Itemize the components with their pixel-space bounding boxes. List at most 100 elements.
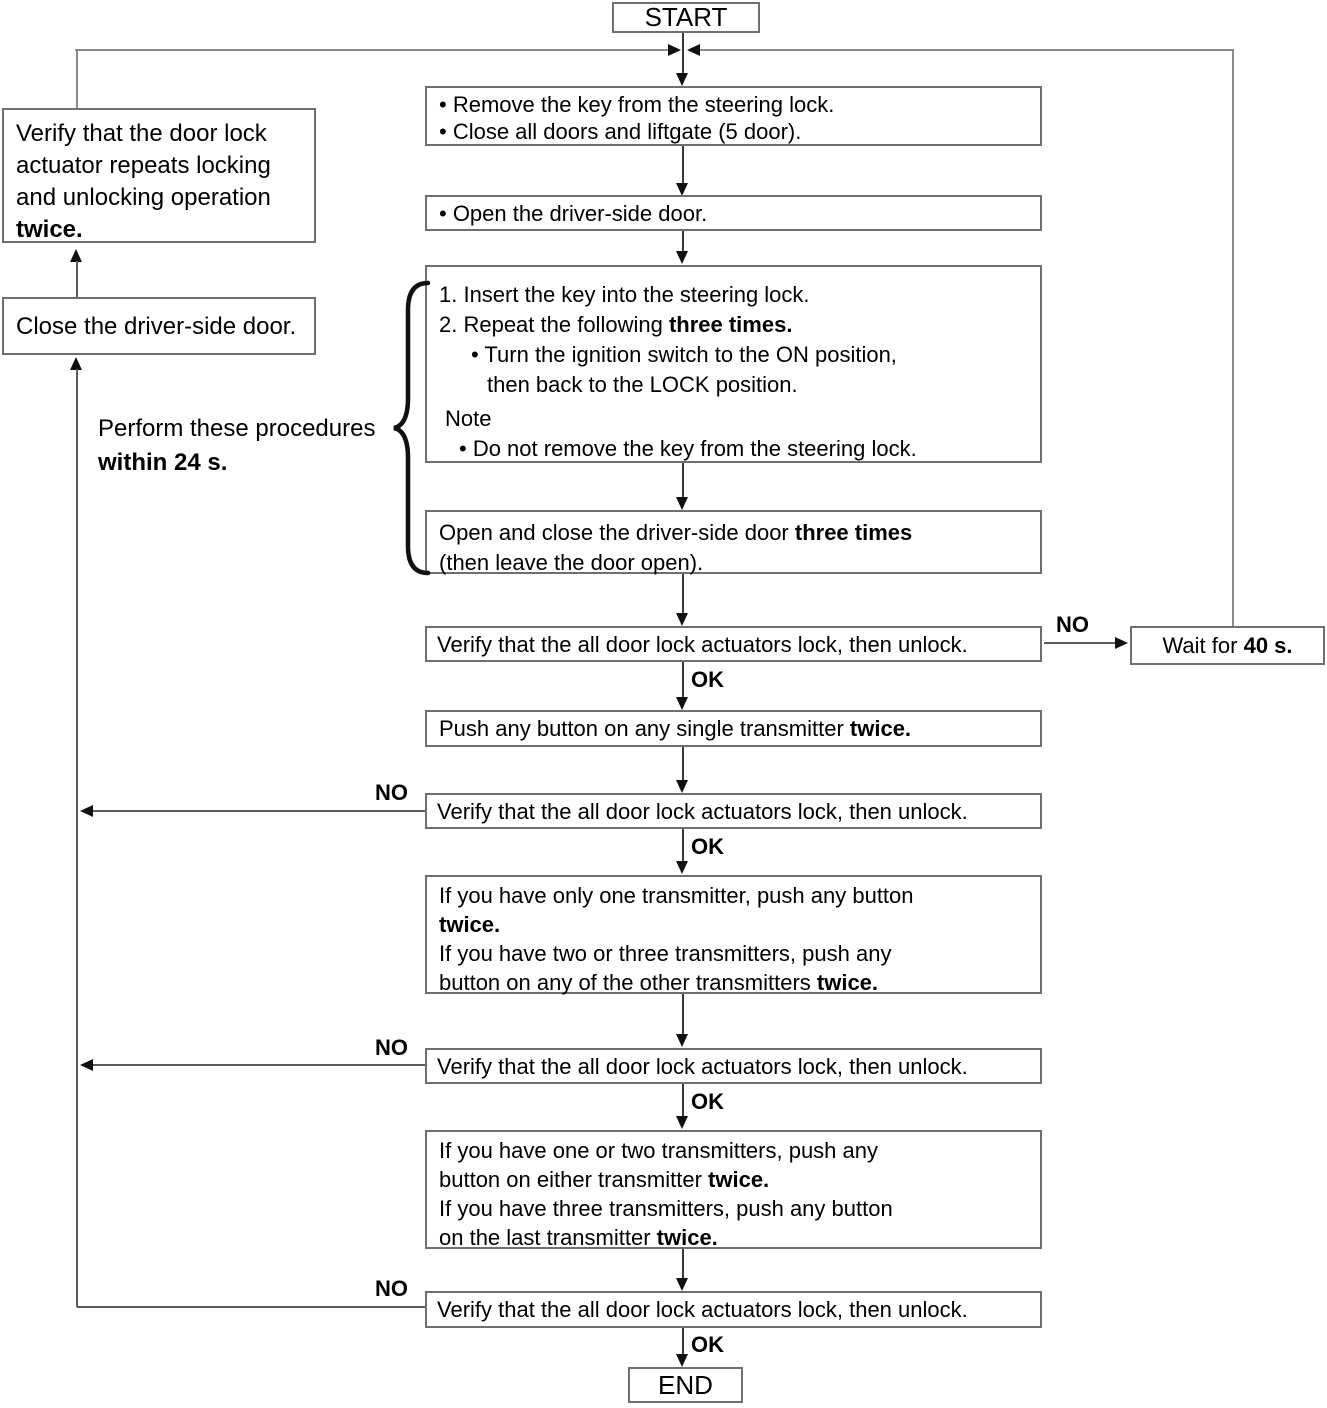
- ok-label: OK: [691, 667, 724, 692]
- step-text: on the last transmitter: [439, 1225, 657, 1250]
- decision-verify-3: Verify that the all door lock actuators …: [425, 1048, 1042, 1084]
- arrowhead-up-icon: [70, 357, 82, 370]
- connector: [682, 231, 684, 252]
- left-verify-repeat: Verify that the door lock actuator repea…: [2, 108, 316, 243]
- arrowhead-down-icon: [676, 1278, 688, 1291]
- step-text-bold: three times.: [668, 312, 793, 337]
- left-close-door: Close the driver-side door.: [2, 297, 316, 355]
- connector-left-trunk: [76, 369, 78, 1307]
- arrowhead-left-icon: [80, 805, 93, 817]
- perform-note: Perform these procedures within 24 s.: [98, 412, 375, 480]
- arrowhead-down-icon: [676, 1116, 688, 1129]
- connector: [682, 574, 684, 614]
- step-line-bold: twice.: [16, 216, 83, 243]
- connector: [682, 829, 684, 862]
- arrowhead-left-icon: [687, 44, 700, 56]
- arrowhead-down-icon: [676, 780, 688, 793]
- step-text: Push any button on any single transmitte…: [439, 714, 911, 743]
- step-line: • Remove the key from the steering lock.: [439, 92, 835, 117]
- step-line: and unlocking operation: [16, 184, 271, 211]
- step-text-bold: twice.: [816, 970, 879, 995]
- connector-close-to-verify: [76, 261, 78, 297]
- decision-text: Verify that the all door lock actuators …: [437, 631, 968, 657]
- connector-left-loop-top: [76, 49, 78, 108]
- step-line: button on either transmitter twice.: [439, 1165, 1040, 1194]
- arrowhead-left-icon: [80, 1059, 93, 1071]
- connector: [682, 994, 684, 1035]
- connector-top-right: [690, 49, 1234, 51]
- wait-node: Wait for 40 s.: [1130, 626, 1325, 665]
- step-line: If you have two or three transmitters, p…: [439, 941, 892, 966]
- step-line: button on any of the other transmitters …: [439, 968, 1040, 997]
- note-line-bold: within 24 s.: [98, 449, 228, 476]
- wait-text: Wait for 40 s.: [1162, 631, 1292, 660]
- brace-icon: [393, 280, 431, 576]
- step-line: If you have only one transmitter, push a…: [439, 883, 914, 908]
- connector: [682, 747, 684, 781]
- step-line: • Close all doors and liftgate (5 door).: [439, 119, 802, 144]
- step-open-close-three: Open and close the driver-side door thre…: [425, 510, 1042, 575]
- no-label: NO: [375, 1276, 408, 1301]
- step-line: Verify that the door lock: [16, 120, 267, 147]
- arrowhead-right-icon: [1115, 637, 1128, 649]
- step-text-bold: twice.: [656, 1225, 718, 1250]
- step-text: Close the driver-side door.: [16, 312, 297, 340]
- decision-verify-2: Verify that the all door lock actuators …: [425, 793, 1042, 829]
- connector-no-3: [92, 1064, 425, 1066]
- arrowhead-down-icon: [676, 497, 688, 510]
- connector-no-2: [92, 810, 425, 812]
- connector: [682, 1328, 684, 1355]
- step-third-transmitter: If you have one or two transmitters, pus…: [425, 1130, 1042, 1252]
- step-line: (then leave the door open).: [439, 550, 704, 575]
- step-open-door: • Open the driver-side door.: [425, 195, 1042, 231]
- connector: [682, 1084, 684, 1117]
- step-text-bold: twice.: [708, 1167, 770, 1192]
- no-label: NO: [375, 780, 408, 805]
- step-line: 2. Repeat the following three times.: [439, 310, 1040, 340]
- decision-verify-1: Verify that the all door lock actuators …: [425, 626, 1042, 662]
- arrowhead-down-icon: [676, 861, 688, 874]
- arrowhead-down-icon: [676, 183, 688, 196]
- step-line: If you have three transmitters, push any…: [439, 1196, 893, 1221]
- connector-top-left: [75, 49, 668, 51]
- arrowhead-right-icon: [668, 44, 681, 56]
- step-text-bold: twice.: [849, 716, 912, 741]
- decision-verify-4: Verify that the all door lock actuators …: [425, 1291, 1042, 1328]
- ok-label: OK: [691, 1332, 724, 1357]
- connector: [682, 463, 684, 498]
- arrowhead-down-icon: [676, 73, 688, 86]
- step-line: • Turn the ignition switch to the ON pos…: [471, 342, 897, 367]
- connector-wait-loop: [1232, 49, 1234, 626]
- step-text: button on either transmitter: [439, 1167, 709, 1192]
- step-line: then back to the LOCK position.: [487, 372, 798, 397]
- wait-text-bold: 40 s.: [1243, 633, 1293, 658]
- step-prepare: • Remove the key from the steering lock.…: [425, 86, 1042, 146]
- no-label: NO: [375, 1035, 408, 1060]
- connector: [682, 662, 684, 698]
- step-line: If you have one or two transmitters, pus…: [439, 1138, 879, 1163]
- arrowhead-up-icon: [70, 249, 82, 262]
- step-line: on the last transmitter twice.: [439, 1223, 1040, 1252]
- step-push-single: Push any button on any single transmitte…: [425, 710, 1042, 747]
- ok-label: OK: [691, 1089, 724, 1114]
- end-node: END: [628, 1367, 743, 1403]
- end-label: END: [658, 1369, 713, 1400]
- connector-start-down: [682, 33, 684, 74]
- ok-label: OK: [691, 834, 724, 859]
- no-label: NO: [1056, 612, 1089, 637]
- arrowhead-down-icon: [676, 1354, 688, 1367]
- step-second-transmitter: If you have only one transmitter, push a…: [425, 875, 1042, 997]
- step-ignition-cycle: 1. Insert the key into the steering lock…: [425, 265, 1042, 463]
- note-line: • Do not remove the key from the steerin…: [459, 436, 917, 461]
- step-text: Open and close the driver-side door: [439, 520, 795, 545]
- arrowhead-down-icon: [676, 697, 688, 710]
- step-line-bold: twice.: [439, 912, 501, 937]
- note-line: Perform these procedures: [98, 415, 376, 442]
- arrowhead-down-icon: [676, 251, 688, 264]
- step-text-bold: three times: [794, 520, 913, 545]
- step-text-a: Push any button on any single transmitte…: [439, 716, 850, 741]
- step-line: • Open the driver-side door.: [439, 200, 708, 226]
- decision-text: Verify that the all door lock actuators …: [437, 798, 968, 824]
- step-line: Open and close the driver-side door thre…: [439, 518, 1040, 548]
